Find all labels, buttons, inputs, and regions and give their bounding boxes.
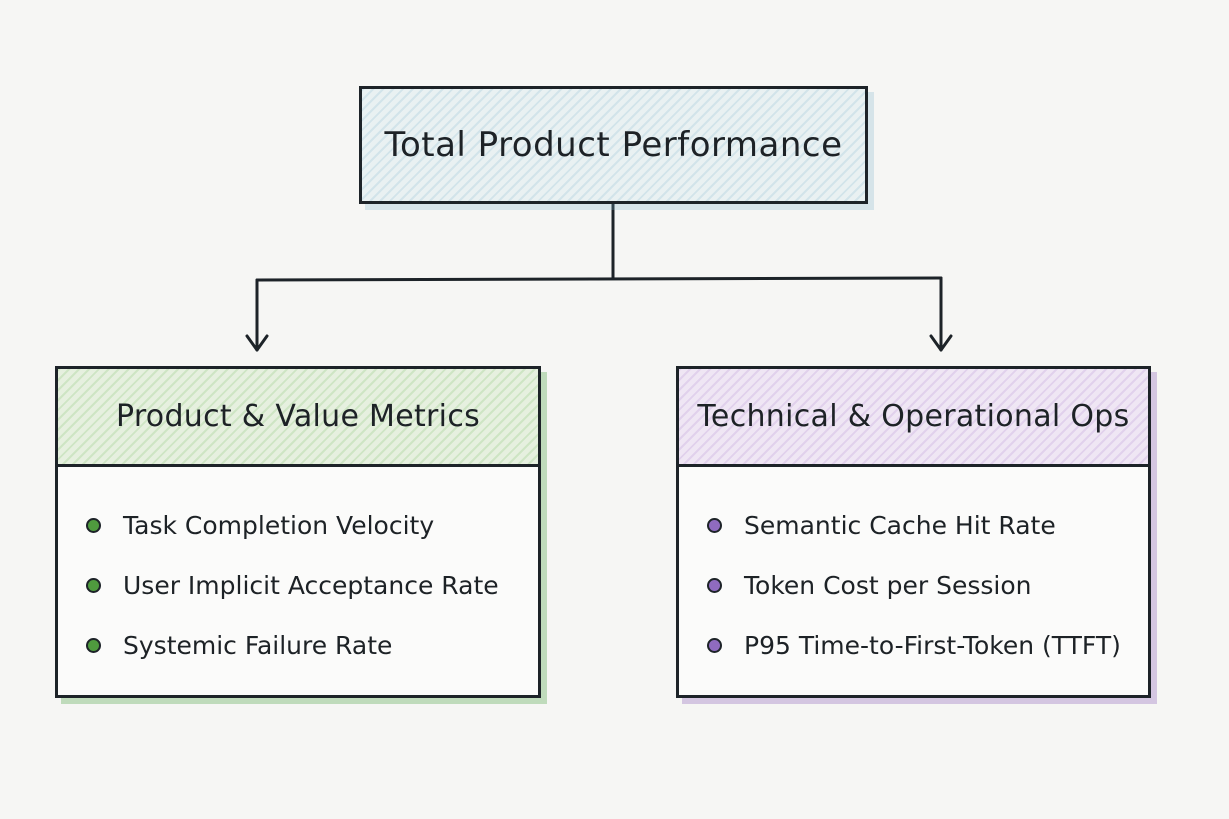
list-item-label: Token Cost per Session	[744, 570, 1032, 600]
root-node: Total Product Performance	[359, 86, 868, 204]
product-value-metrics-title: Product & Value Metrics	[115, 399, 481, 434]
list-item: Token Cost per Session	[707, 555, 1148, 615]
list-item: P95 Time-to-First-Token (TTFT)	[707, 615, 1148, 675]
list-item: User Implicit Acceptance Rate	[86, 555, 538, 615]
bullet-icon	[86, 637, 101, 653]
bullet-icon	[707, 637, 722, 653]
bullet-icon	[707, 517, 722, 533]
left-arrowhead	[245, 334, 269, 352]
list-item: Systemic Failure Rate	[86, 615, 538, 675]
product-value-metrics-card: Product & Value Metrics Task Completion …	[55, 366, 541, 698]
technical-operational-ops-header: Technical & Operational Ops	[679, 369, 1148, 467]
root-title: Total Product Performance	[384, 125, 843, 165]
horizontal-branch-line	[255, 276, 943, 282]
bullet-icon	[86, 517, 101, 533]
list-item: Task Completion Velocity	[86, 495, 538, 555]
bullet-icon	[707, 577, 722, 593]
list-item-label: User Implicit Acceptance Rate	[123, 570, 499, 600]
bullet-icon	[86, 577, 101, 593]
technical-operational-ops-card: Technical & Operational Ops Semantic Cac…	[676, 366, 1151, 698]
list-item-label: Task Completion Velocity	[123, 510, 435, 540]
technical-operational-ops-list: Semantic Cache Hit Rate Token Cost per S…	[679, 467, 1148, 675]
technical-operational-ops-title: Technical & Operational Ops	[697, 399, 1130, 434]
product-value-metrics-list: Task Completion Velocity User Implicit A…	[58, 467, 538, 675]
list-item-label: Semantic Cache Hit Rate	[744, 510, 1056, 540]
list-item-label: P95 Time-to-First-Token (TTFT)	[744, 630, 1121, 660]
right-arrowhead	[929, 334, 953, 352]
list-item: Semantic Cache Hit Rate	[707, 495, 1148, 555]
product-value-metrics-header: Product & Value Metrics	[58, 369, 538, 467]
list-item-label: Systemic Failure Rate	[123, 630, 393, 660]
